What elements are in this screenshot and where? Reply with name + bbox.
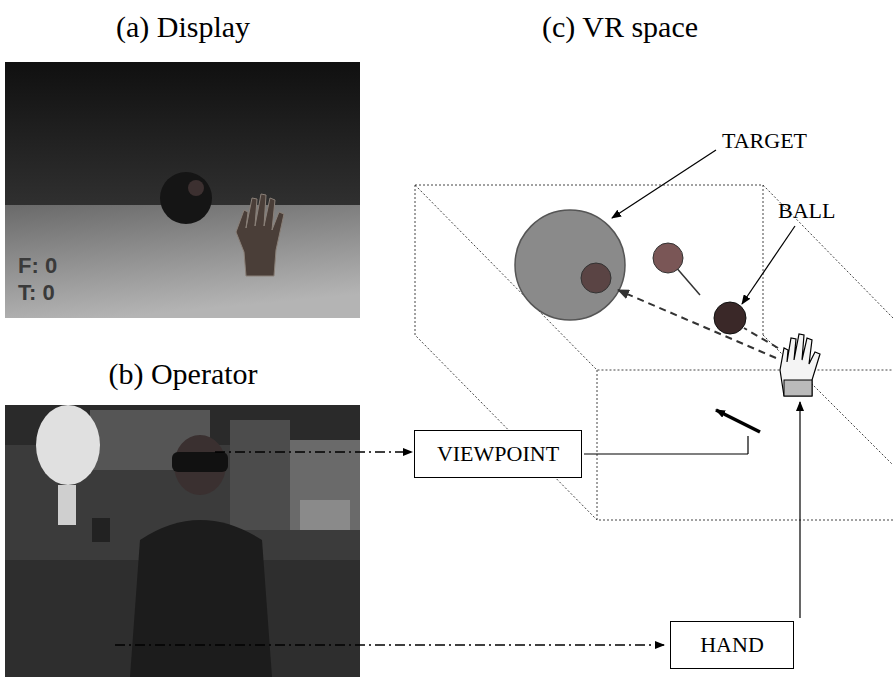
panel-heading: (a) Display — [116, 10, 250, 44]
label-box: VIEWPOINT — [414, 430, 582, 478]
panel-heading: (b) Operator — [108, 357, 257, 391]
hud-counter: F: 0 — [18, 253, 57, 278]
panel-heading: (c) VR space — [542, 10, 698, 44]
hud-counter: T: 0 — [18, 280, 55, 305]
box-text: VIEWPOINT — [437, 441, 559, 467]
vr-space-box — [415, 185, 893, 520]
vr-objects — [515, 210, 820, 396]
callout-label: BALL — [778, 198, 835, 224]
display-screenshot — [5, 62, 360, 318]
leader-lines — [115, 150, 800, 645]
callout-label: TARGET — [722, 128, 807, 154]
box-text: HAND — [700, 632, 764, 658]
operator-photo — [5, 405, 360, 677]
label-box: HAND — [670, 621, 794, 669]
